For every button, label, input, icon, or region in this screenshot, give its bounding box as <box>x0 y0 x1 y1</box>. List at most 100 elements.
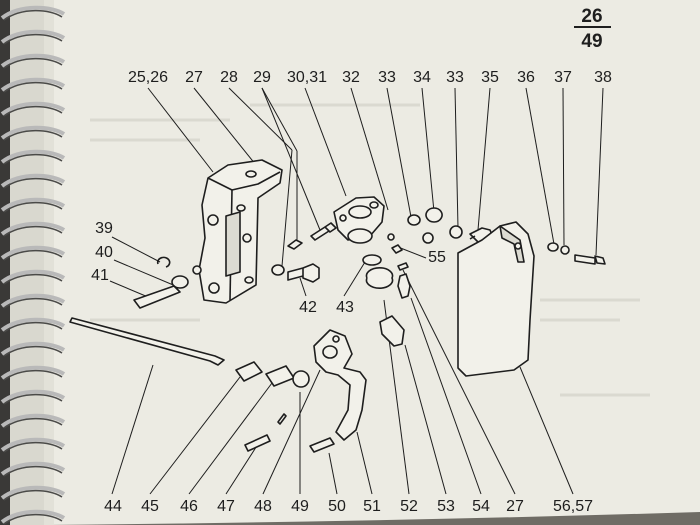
binding-ring-shadow <box>3 9 63 21</box>
cover-part-56-57 <box>457 221 535 377</box>
callout-30-31: 30,31 <box>287 69 327 86</box>
callout-40: 40 <box>95 244 113 261</box>
binding-ring <box>0 485 66 500</box>
callout-41: 41 <box>91 267 109 284</box>
binding-ring-shadow <box>3 225 63 237</box>
collar-52 <box>365 267 394 289</box>
binding-ring-shadow <box>3 393 63 405</box>
callout-51: 51 <box>363 498 381 515</box>
lever-part-51 <box>313 329 367 441</box>
callout-47: 47 <box>217 498 235 515</box>
ring-43 <box>362 254 382 266</box>
binding-ring <box>0 5 66 20</box>
binding-ring <box>0 125 66 140</box>
callout-56-57: 56,57 <box>553 498 593 515</box>
binding-ring <box>0 29 66 44</box>
binding-ring <box>0 269 66 284</box>
callout-42: 42 <box>299 299 317 316</box>
binding-ring <box>0 221 66 236</box>
binding-ring-shadow <box>3 153 63 165</box>
binding-ring-shadow <box>3 513 63 525</box>
bleed-through-text <box>90 103 650 397</box>
callout-38: 38 <box>594 69 612 86</box>
binding-ring-shadow <box>3 369 63 381</box>
binding-ring <box>0 437 66 452</box>
binding-ring-shadow <box>3 273 63 285</box>
screw-55-a <box>391 244 403 254</box>
binding-ring-shadow <box>3 321 63 333</box>
binding-ring-shadow <box>3 345 63 357</box>
binding-ring <box>0 389 66 404</box>
washer-42 <box>271 264 285 276</box>
bushing-34 <box>425 207 443 223</box>
page-number: 26 49 <box>574 6 611 52</box>
circlip-39 <box>156 256 171 268</box>
nut-55 <box>397 262 409 271</box>
callout-44: 44 <box>104 498 122 515</box>
callout-53: 53 <box>437 498 455 515</box>
binding-ring <box>0 293 66 308</box>
callout-48: 48 <box>254 498 272 515</box>
callout-45: 45 <box>141 498 159 515</box>
callout-50: 50 <box>328 498 346 515</box>
binding-ring <box>0 149 66 164</box>
callout-29: 29 <box>253 69 271 86</box>
callout-27-top: 27 <box>185 69 203 86</box>
callout-39: 39 <box>95 220 113 237</box>
split-pin-48 <box>277 413 287 425</box>
screw-54 <box>397 273 411 299</box>
binding-ring <box>0 101 66 116</box>
callout-55: 55 <box>428 249 446 266</box>
callout-54: 54 <box>472 498 490 515</box>
callout-33-a: 33 <box>378 69 396 86</box>
binding-ring-shadow <box>3 57 63 69</box>
callout-49: 49 <box>291 498 309 515</box>
binding-ring <box>0 245 66 260</box>
binding-ring <box>0 77 66 92</box>
binding-ring-shadow <box>3 465 63 477</box>
binding-ring-shadow <box>3 249 63 261</box>
callout-35: 35 <box>481 69 499 86</box>
binding-ring <box>0 461 66 476</box>
callout-52: 52 <box>400 498 418 515</box>
nut-49 <box>292 370 310 388</box>
callout-43: 43 <box>336 299 354 316</box>
callout-33-b: 33 <box>446 69 464 86</box>
binding-ring <box>0 365 66 380</box>
washer-33-b <box>449 225 463 239</box>
paper-shade <box>44 0 54 525</box>
binding-ring <box>0 53 66 68</box>
binding-ring <box>0 317 66 332</box>
binding-ring-shadow <box>3 81 63 93</box>
shaft-44 <box>69 317 225 366</box>
page-number-top: 26 <box>581 6 602 27</box>
binding-ring <box>0 173 66 188</box>
pin-41 <box>133 285 181 309</box>
washer-36 <box>547 242 559 252</box>
callout-36: 36 <box>517 69 535 86</box>
washer-33-a <box>407 214 421 226</box>
bush-45 <box>235 361 263 382</box>
binding-ring-shadow <box>3 417 63 429</box>
page-number-bottom: 49 <box>581 31 602 52</box>
binding-ring <box>0 341 66 356</box>
binding-ring-shadow <box>3 129 63 141</box>
washer-34-small <box>422 232 434 244</box>
binding-ring-shadow <box>3 105 63 117</box>
spiral-binding <box>0 5 66 525</box>
housing-part-32 <box>333 196 395 244</box>
callout-28: 28 <box>220 69 238 86</box>
washer-40b <box>192 265 202 275</box>
binding-ring <box>0 509 66 524</box>
callout-37: 37 <box>554 69 572 86</box>
binding-ring <box>0 197 66 212</box>
callout-27-bottom: 27 <box>506 498 524 515</box>
binding-ring-shadow <box>3 177 63 189</box>
callout-32: 32 <box>342 69 360 86</box>
parts <box>69 159 606 453</box>
dowel-pin-28 <box>287 239 303 250</box>
callout-34: 34 <box>413 69 431 86</box>
binding-shadow <box>0 0 10 525</box>
bolt-42 <box>287 263 320 283</box>
